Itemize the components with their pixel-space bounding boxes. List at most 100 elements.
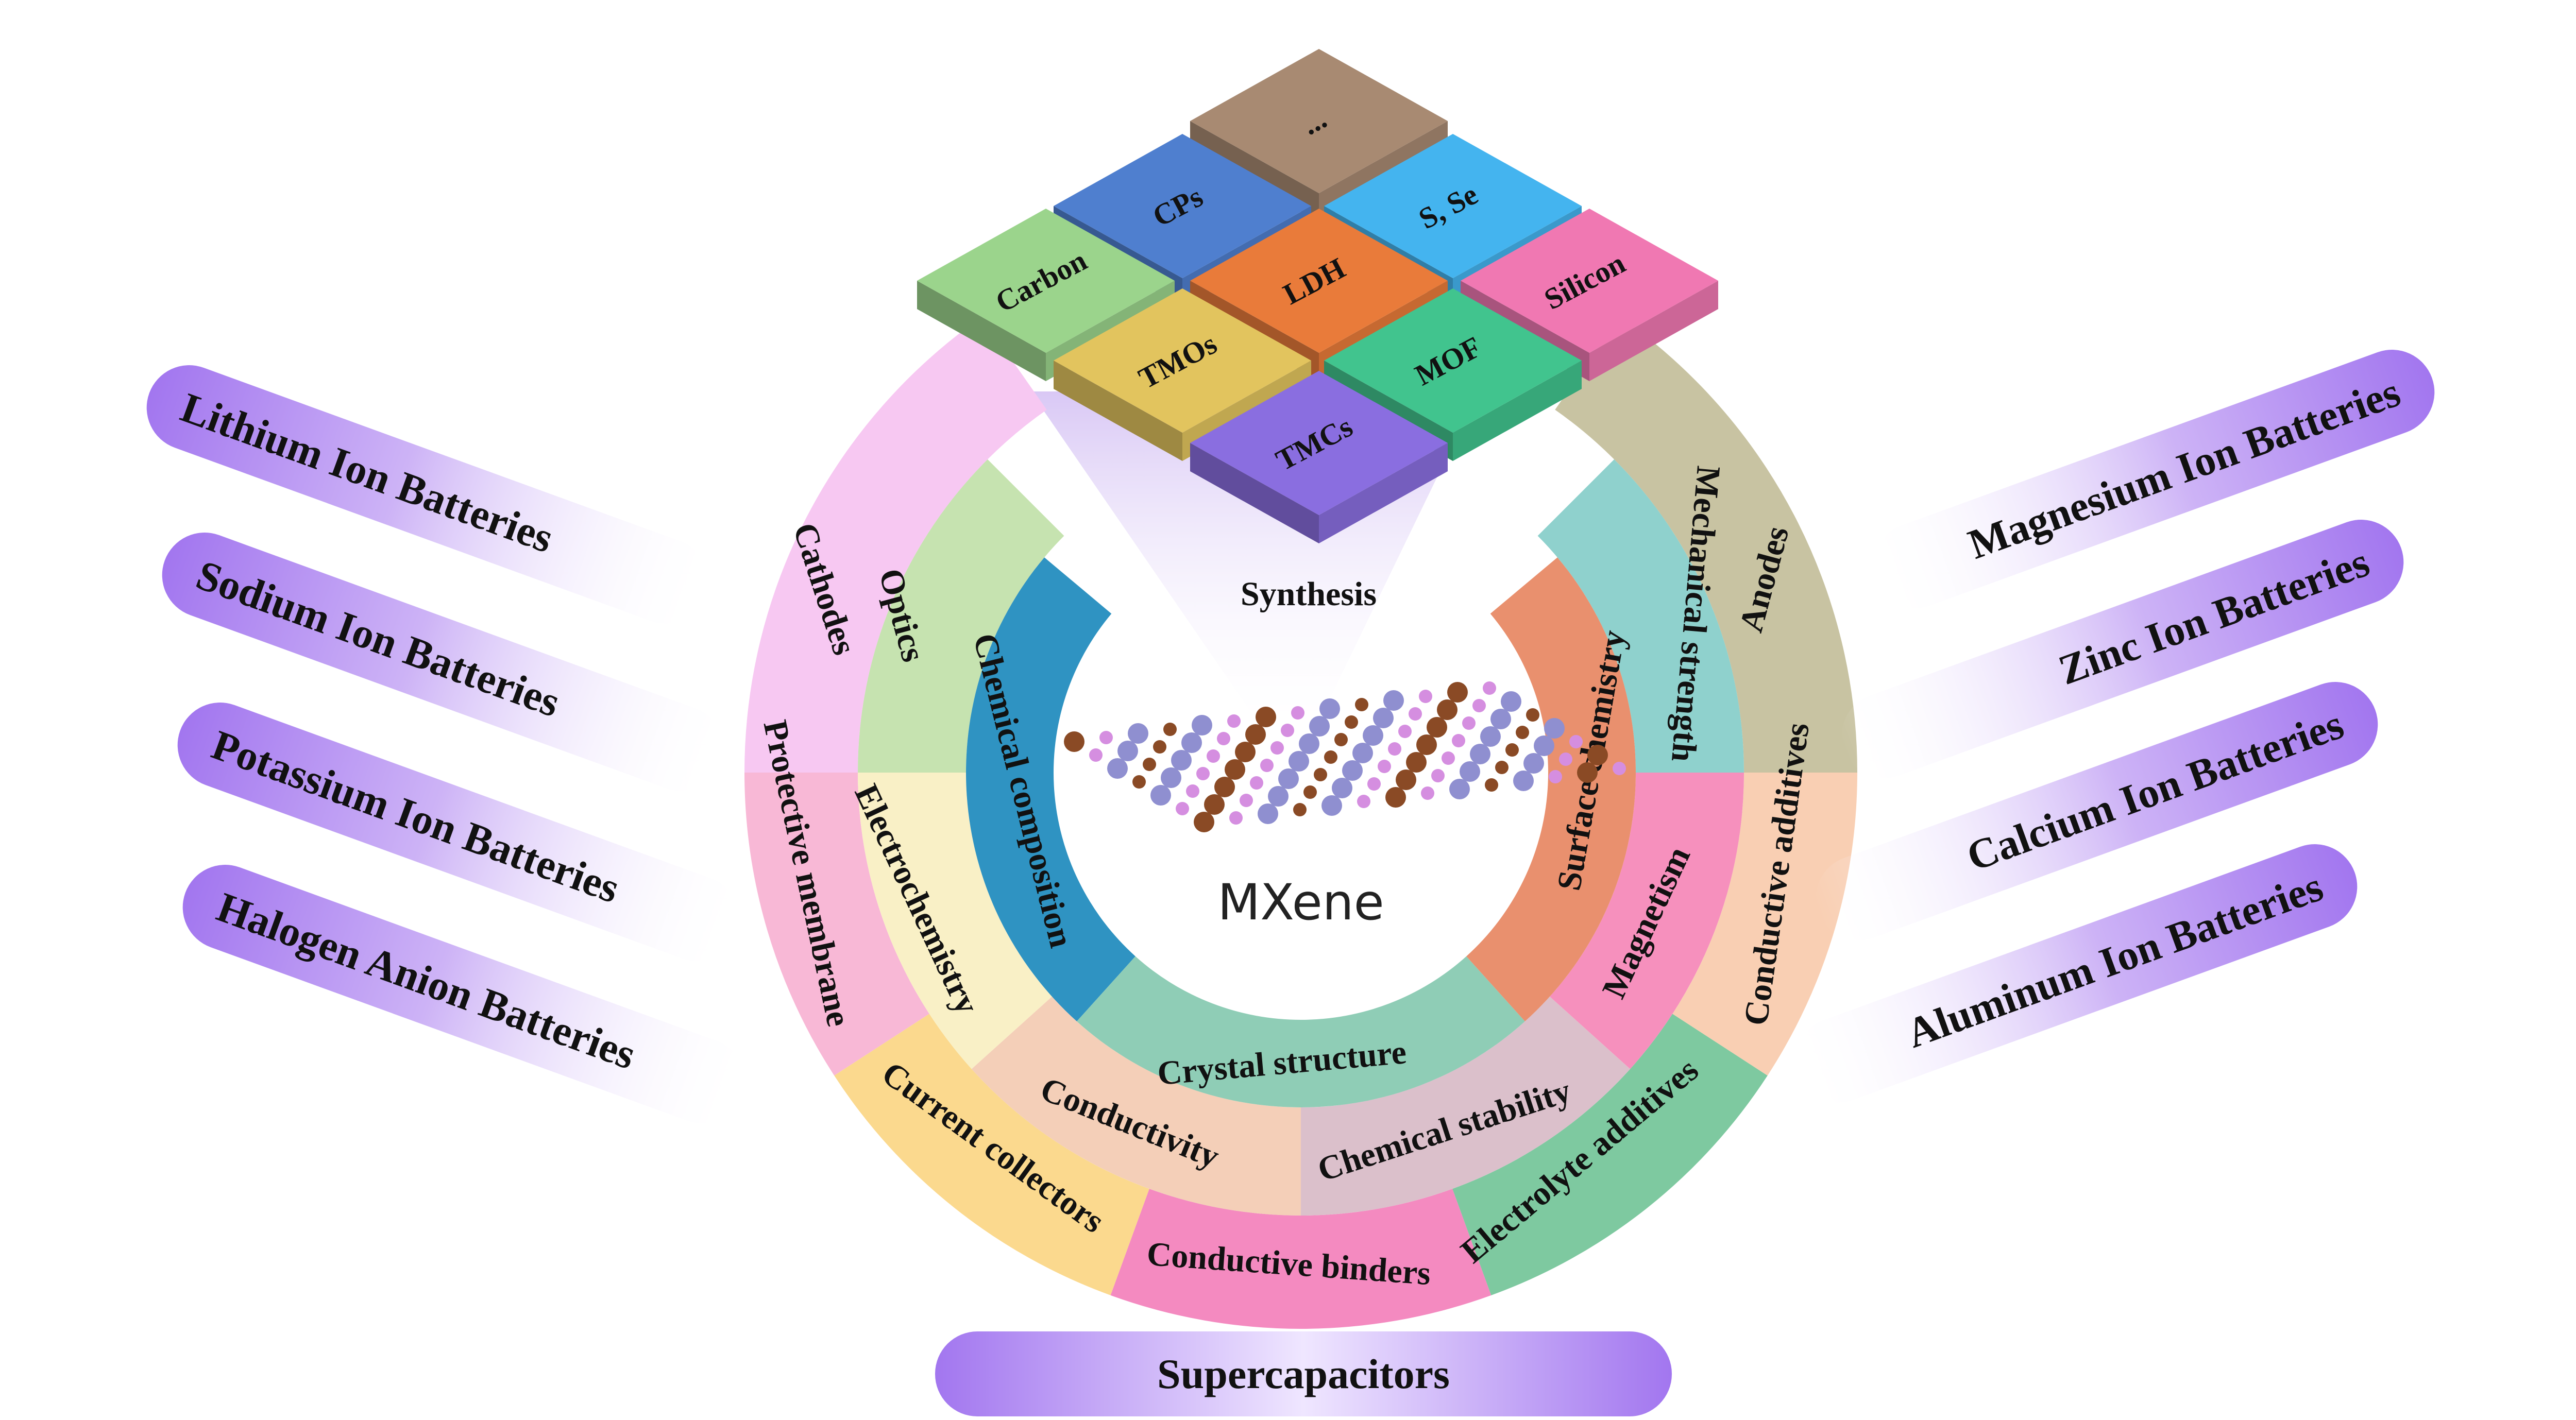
lattice-atom — [1345, 715, 1358, 729]
lattice-atom — [1442, 751, 1455, 765]
mxene-lattice-image — [1064, 681, 1626, 832]
lattice-atom — [1064, 731, 1084, 752]
lattice-atom — [1409, 707, 1422, 721]
lattice-atom — [1186, 784, 1199, 798]
lattice-atom — [1396, 769, 1416, 790]
lattice-atom — [1569, 735, 1583, 748]
lattice-atom — [1196, 767, 1210, 780]
segment-surface-chemistry — [1466, 557, 1636, 1022]
lattice-atom — [1449, 779, 1470, 799]
lattice-atom — [1171, 750, 1192, 771]
lattice-atom — [1406, 752, 1427, 773]
lattice-atom — [1321, 795, 1342, 816]
lattice-atom — [1324, 750, 1337, 764]
lattice-atom — [1342, 760, 1363, 781]
lattice-atom — [1526, 708, 1539, 722]
lattice-atom — [1132, 775, 1146, 789]
lattice-atom — [1587, 745, 1608, 765]
segment-conductivity — [971, 996, 1301, 1216]
lattice-atom — [1235, 742, 1256, 762]
lattice-atom — [1161, 767, 1181, 788]
lattice-atom — [1143, 758, 1156, 771]
lattice-atom — [1270, 741, 1284, 755]
lattice-atom — [1355, 698, 1368, 711]
lattice-atom — [1278, 768, 1299, 789]
lattice-atom — [1447, 682, 1468, 703]
lattice-atom — [1427, 717, 1447, 738]
lattice-atom — [1383, 690, 1404, 711]
lattice-atom — [1240, 794, 1253, 807]
tile-carbon: Carbon — [917, 209, 1175, 381]
segment-electrochemistry — [858, 773, 1052, 1069]
lattice-atom — [1227, 714, 1241, 728]
lattice-atom — [1363, 725, 1383, 746]
lattice-atom — [1421, 786, 1434, 800]
segment-electrolyte-additives — [1452, 1014, 1768, 1295]
lattice-atom — [1291, 706, 1304, 720]
lattice-atom — [1256, 707, 1276, 727]
supercapacitors-label: Supercapacitors — [1157, 1350, 1450, 1397]
tile-tmcs: TMCs — [1190, 371, 1448, 543]
tile-tmos: TMOs — [1054, 288, 1311, 461]
lattice-atom — [1523, 753, 1544, 774]
lattice-atom — [1204, 794, 1225, 815]
lattice-atom — [1229, 811, 1243, 825]
segment-conductive-binders — [1110, 1189, 1492, 1329]
lattice-atom — [1485, 778, 1498, 792]
lattice-atom — [1490, 709, 1511, 729]
lattice-atom — [1419, 690, 1432, 703]
lattice-atom — [1099, 731, 1113, 744]
segment-magnetism — [1550, 773, 1744, 1069]
lattice-atom — [1332, 778, 1352, 798]
lattice-atom — [1150, 785, 1171, 806]
lattice-atom — [1373, 708, 1394, 728]
lattice-atom — [1289, 751, 1309, 772]
lattice-atom — [1281, 724, 1294, 737]
lattice-atom — [1480, 726, 1501, 747]
lattice-atom — [1388, 742, 1401, 756]
lattice-atom — [1089, 748, 1103, 762]
lattice-atom — [1268, 786, 1289, 807]
lattice-atom — [1299, 733, 1319, 754]
lattice-atom — [1319, 698, 1340, 719]
lattice-atom — [1577, 762, 1598, 783]
lattice-atom — [1334, 733, 1348, 746]
segment-cathodes — [744, 317, 1047, 773]
lattice-atom — [1534, 735, 1554, 756]
lattice-atom — [1516, 726, 1529, 739]
segment-crystal-structure — [1077, 956, 1525, 1107]
lattice-atom — [1225, 759, 1245, 780]
lattice-atom — [1217, 732, 1230, 745]
application-label-left-1: Sodium Ion Batteries — [191, 551, 566, 726]
middle-ring-properties — [858, 459, 1744, 1216]
lattice-atom — [1501, 691, 1521, 712]
lattice-atom — [1431, 769, 1445, 782]
lattice-atom — [1128, 723, 1148, 744]
lattice-atom — [1357, 795, 1370, 808]
lattice-atom — [1613, 762, 1626, 775]
lattice-atom — [1260, 759, 1274, 772]
lattice-atom — [1153, 740, 1166, 754]
lattice-atom — [1472, 699, 1486, 712]
lattice-atom — [1245, 724, 1266, 745]
supercapacitors-pill: Supercapacitors — [935, 1331, 1672, 1416]
lattice-atom — [1303, 785, 1317, 799]
lattice-atom — [1163, 723, 1177, 736]
tile-silicon: Silicon — [1461, 209, 1718, 381]
segment-mechanical-strength — [1537, 459, 1744, 773]
lattice-atom — [1192, 715, 1212, 735]
lattice-atom — [1117, 741, 1138, 761]
inner-ring-fundamentals — [966, 557, 1636, 1107]
lattice-atom — [1462, 716, 1476, 730]
synthesis-label: Synthesis — [1241, 575, 1377, 613]
lattice-atom — [1398, 725, 1412, 738]
lattice-atom — [1544, 718, 1565, 739]
segment-current-collectors — [834, 1014, 1149, 1295]
segment-protective-membrane — [744, 773, 929, 1076]
center-title: MXene — [1217, 874, 1384, 931]
lattice-atom — [1258, 803, 1278, 824]
segment-chemical-composition — [966, 557, 1136, 1022]
lattice-atom — [1367, 777, 1381, 791]
